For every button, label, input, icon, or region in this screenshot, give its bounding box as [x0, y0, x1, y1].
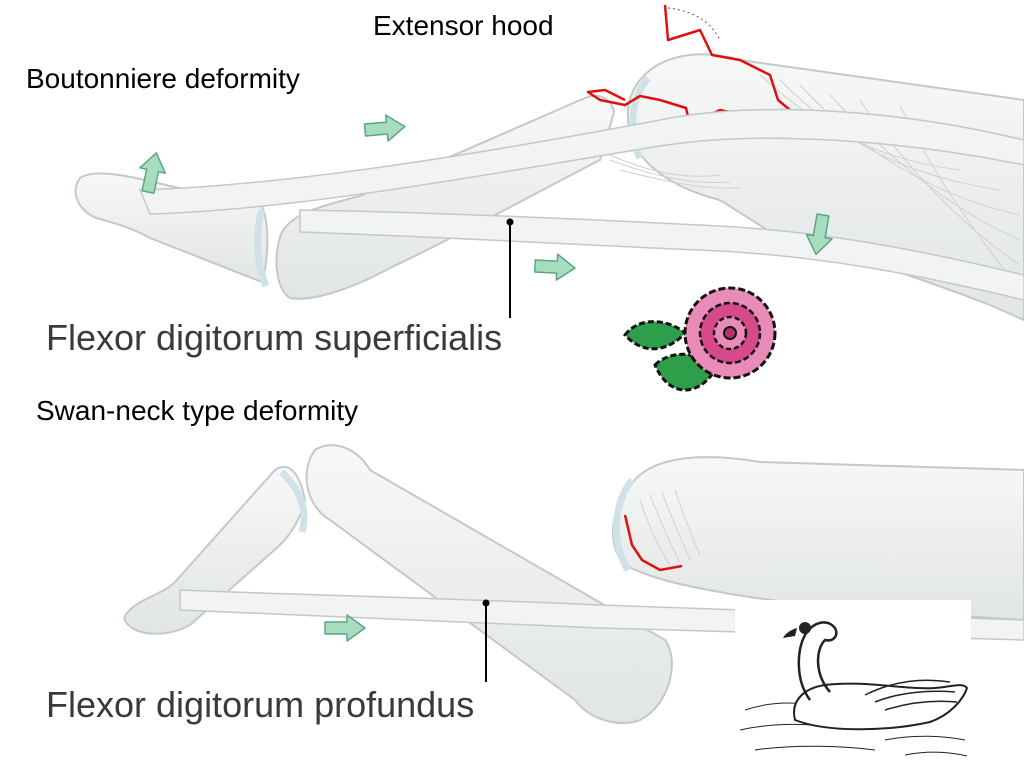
distal-phalanx-bottom	[123, 465, 307, 635]
extensor-hood-label: Extensor hood	[373, 10, 554, 41]
motion-arrow	[363, 112, 407, 144]
motion-arrow	[324, 614, 366, 642]
swan-neck-label: Swan-neck type deformity	[36, 395, 359, 426]
lateral-band-fibers	[639, 489, 701, 566]
fdp-label: Flexor digitorum profundus	[46, 684, 475, 725]
middle-phalanx-bottom	[305, 444, 673, 725]
tendon-top-dorsal	[138, 108, 1024, 215]
fdp-leader-dot	[482, 599, 490, 607]
lateral-band-outline	[623, 514, 683, 572]
rose-icon	[623, 286, 777, 392]
boutonniere-label: Boutonniere deformity	[26, 63, 300, 94]
proximal-phalanx-bottom	[612, 456, 1024, 622]
fds-leader-dot	[506, 218, 514, 226]
boutonniere-finger	[74, 4, 1024, 322]
motion-arrow	[533, 252, 577, 282]
swan-icon	[735, 600, 971, 768]
tendon-fds	[299, 209, 1024, 301]
fds-label: Flexor digitorum superficialis	[46, 317, 503, 358]
